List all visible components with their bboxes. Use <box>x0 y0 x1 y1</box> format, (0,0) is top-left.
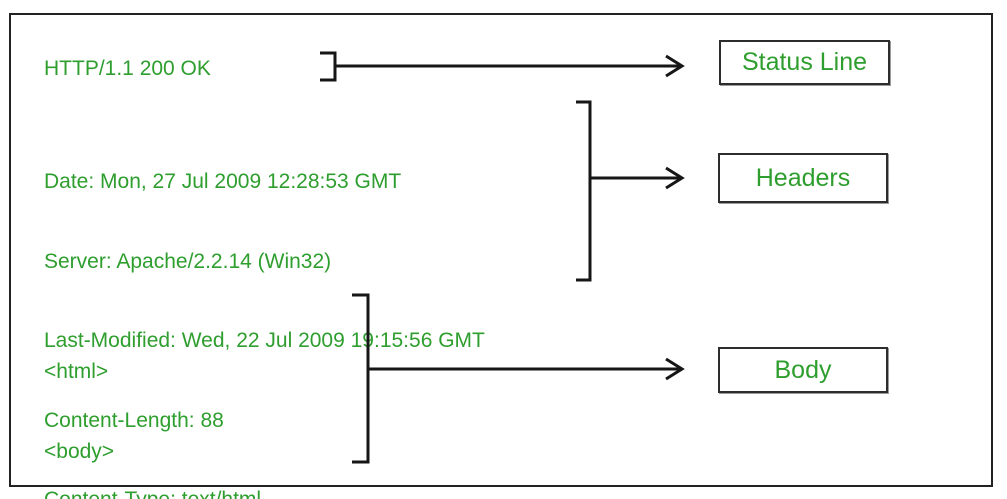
body-line-body-open: <body> <box>44 439 115 463</box>
header-line-content-type: Content-Type: text/html <box>44 487 485 499</box>
header-line-date: Date: Mon, 27 Jul 2009 12:28:53 GMT <box>44 170 402 193</box>
body-line-html-open: <html> <box>44 360 109 383</box>
status-line-label-box: Status Line <box>719 40 890 85</box>
status-line-text: HTTP/1.1 200 OK <box>44 57 211 80</box>
headers-label-box: Headers <box>718 153 888 203</box>
header-line-content-length: Content-Length: 88 <box>44 408 224 432</box>
body-label-box: Body <box>718 347 888 393</box>
body-text-block: <html> <body> <h1>Hello, World!</h1> </b… <box>44 306 265 499</box>
header-line-server: Server: Apache/2.2.14 (Win32) <box>44 249 332 273</box>
